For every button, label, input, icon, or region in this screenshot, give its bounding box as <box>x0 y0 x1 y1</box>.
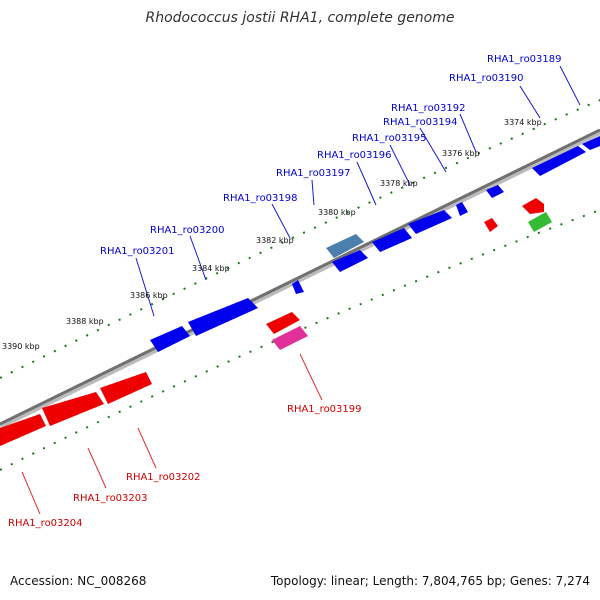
ruler-label: 3384 kbp <box>192 264 230 273</box>
ruler-labels: 3374 kbp 3376 kbp 3378 kbp 3380 kbp 3382… <box>2 118 542 351</box>
gene-label[interactable]: RHA1_ro03200 <box>150 225 225 236</box>
gene-arrow-reverse[interactable] <box>42 392 104 426</box>
reverse-gene-labels: RHA1_ro03199 RHA1_ro03202 RHA1_ro03203 R… <box>8 404 362 529</box>
ruler-label: 3374 kbp <box>504 118 542 127</box>
ruler-label: 3376 kbp <box>442 149 480 158</box>
reverse-genes <box>0 198 552 446</box>
gene-label[interactable]: RHA1_ro03204 <box>8 518 83 529</box>
gene-label[interactable]: RHA1_ro03199 <box>287 404 362 415</box>
gene-arrow-forward[interactable] <box>408 210 452 234</box>
gene-label[interactable]: RHA1_ro03198 <box>223 193 298 204</box>
ruler-label: 3388 kbp <box>66 317 104 326</box>
gene-label[interactable]: RHA1_ro03196 <box>317 150 392 161</box>
gene-arrow-forward-highlight[interactable] <box>326 234 364 258</box>
gene-label[interactable]: RHA1_ro03201 <box>100 246 175 257</box>
gene-arrow-reverse[interactable] <box>266 312 300 334</box>
gene-label[interactable]: RHA1_ro03194 <box>383 117 458 128</box>
gene-arrow-reverse[interactable] <box>100 372 152 404</box>
gene-arrow-rna[interactable] <box>528 212 552 232</box>
forward-gene-labels: RHA1_ro03189 RHA1_ro03190 RHA1_ro03192 R… <box>100 54 562 257</box>
gene-label[interactable]: RHA1_ro03189 <box>487 54 562 65</box>
gene-arrow-forward[interactable] <box>582 136 600 150</box>
gene-arrow-forward[interactable] <box>486 185 504 198</box>
genome-axis <box>0 128 600 426</box>
gene-arrow-forward[interactable] <box>292 280 304 294</box>
gene-label[interactable]: RHA1_ro03203 <box>73 493 148 504</box>
genome-summary-text: Topology: linear; Length: 7,804,765 bp; … <box>270 574 590 588</box>
gene-arrow-forward[interactable] <box>532 146 586 176</box>
gene-arrow-forward[interactable] <box>372 228 412 252</box>
gene-label[interactable]: RHA1_ro03202 <box>126 472 201 483</box>
gene-label[interactable]: RHA1_ro03197 <box>276 168 351 179</box>
map-title: Rhodococcus jostii RHA1, complete genome <box>145 10 455 26</box>
forward-genes <box>150 136 600 352</box>
gene-arrow-forward[interactable] <box>332 250 368 272</box>
gene-arrow-reverse[interactable] <box>0 414 46 446</box>
reverse-leader-lines <box>21 353 323 515</box>
genome-axis-shadow <box>0 129 600 429</box>
gene-arrow-forward[interactable] <box>188 298 258 336</box>
gene-arrow-reverse[interactable] <box>484 218 498 232</box>
gene-arrow-forward[interactable] <box>456 202 468 216</box>
gene-label[interactable]: RHA1_ro03192 <box>391 103 466 114</box>
ruler-label: 3386 kbp <box>130 291 168 300</box>
gene-label[interactable]: RHA1_ro03195 <box>352 133 427 144</box>
gene-label[interactable]: RHA1_ro03190 <box>449 73 524 84</box>
forward-leader-lines <box>135 65 581 317</box>
gene-arrow-forward[interactable] <box>150 326 190 352</box>
ruler-label: 3382 kbp <box>256 236 294 245</box>
ruler-label: 3390 kbp <box>2 342 40 351</box>
ruler-label: 3380 kbp <box>318 208 356 217</box>
gene-arrow-reverse[interactable] <box>522 198 544 214</box>
gene-arrow-reverse-highlight[interactable] <box>272 326 308 350</box>
ruler-label: 3378 kbp <box>380 179 418 188</box>
accession-text: Accession: NC_008268 <box>10 574 147 588</box>
